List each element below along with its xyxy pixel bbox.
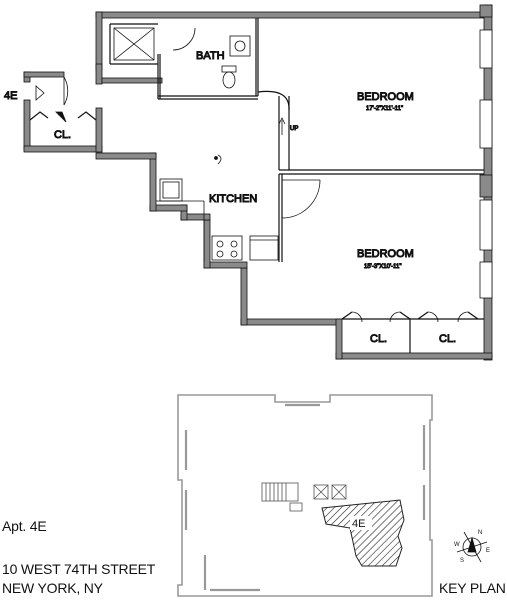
shower (113, 27, 155, 61)
bedroom-2-dims: 15'-3"X10'-11" (364, 264, 401, 270)
kitchen-range (211, 235, 243, 261)
closet-label-right: CL. (439, 333, 456, 345)
bath-label: BATH (196, 50, 225, 62)
key-plan: 4E N W E S (177, 394, 490, 597)
closet-label-entry: CL. (54, 129, 71, 141)
key-plan-building-outline (177, 394, 433, 597)
unit-tag: 4E (4, 90, 17, 102)
key-plan-unit-4e (321, 499, 405, 567)
kitchen-label: KITCHEN (209, 193, 257, 205)
address-city: NEW YORK, NY (2, 580, 103, 596)
compass-s: S (460, 558, 464, 564)
compass-n: N (478, 530, 482, 536)
bedroom-1-label: BEDROOM (357, 91, 414, 103)
refrigerator (249, 235, 279, 261)
apartment-number: Apt. 4E (2, 518, 47, 534)
unit-floor-plan: BATH BEDROOM 17'-2"X11'-11" KITCHEN BEDR… (4, 4, 493, 361)
fixtures (35, 27, 286, 262)
compass-e: E (486, 548, 490, 554)
toilet (221, 65, 237, 73)
doors (63, 27, 469, 323)
compass-icon (456, 531, 488, 563)
entry-arrow (35, 85, 45, 101)
bedroom-1-dims: 17'-2"X11'-11" (366, 106, 403, 112)
key-plan-title: KEY PLAN (439, 580, 506, 596)
stair-label: UP (290, 126, 298, 132)
interior-walls (29, 18, 484, 353)
key-plan-unit-label: 4E (352, 518, 365, 530)
exterior-walls (23, 4, 493, 361)
address-street: 10 WEST 74TH STREET (2, 561, 156, 577)
compass-w: W (454, 542, 460, 548)
bedroom-2-label: BEDROOM (357, 248, 414, 260)
closet-label-left: CL. (370, 333, 387, 345)
bath-sink (229, 35, 251, 57)
room-labels: BATH BEDROOM 17'-2"X11'-11" KITCHEN BEDR… (4, 50, 457, 346)
